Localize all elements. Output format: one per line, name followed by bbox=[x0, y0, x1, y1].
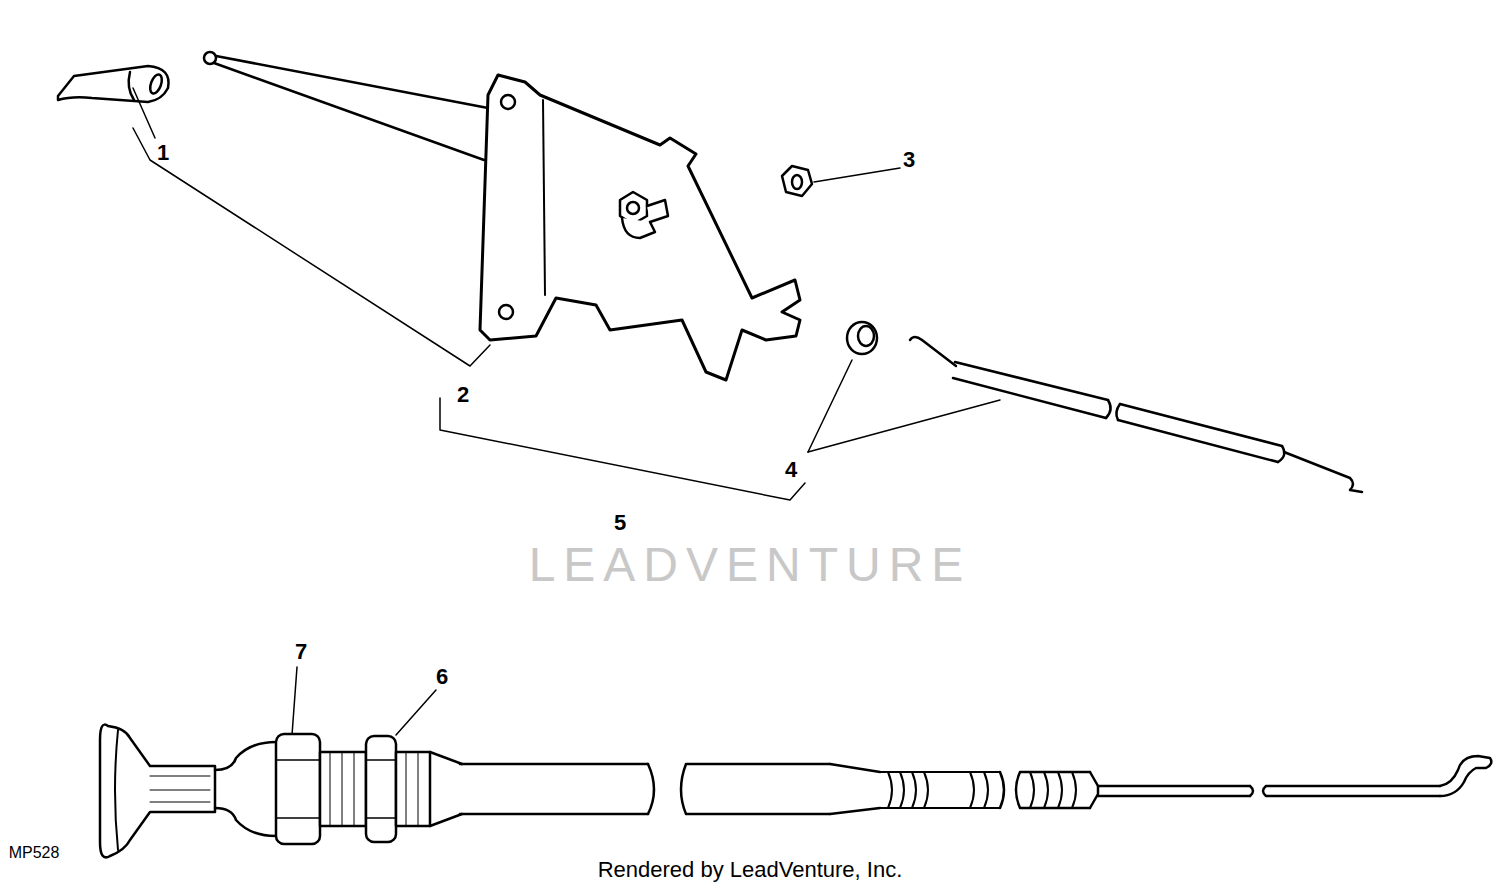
render-credit: Rendered by LeadVenture, Inc. bbox=[598, 858, 903, 882]
callout-number: 2 bbox=[457, 383, 469, 407]
watermark: LEADVENTURE bbox=[529, 539, 972, 592]
callout-number: 1 bbox=[157, 141, 169, 165]
callout-number: 5 bbox=[614, 511, 626, 535]
callout-number: 3 bbox=[903, 148, 915, 172]
figure-code: MP528 bbox=[9, 844, 60, 862]
callout-number: 4 bbox=[785, 458, 797, 482]
callout-number: 7 bbox=[295, 640, 307, 664]
callout-number: 6 bbox=[436, 665, 448, 689]
